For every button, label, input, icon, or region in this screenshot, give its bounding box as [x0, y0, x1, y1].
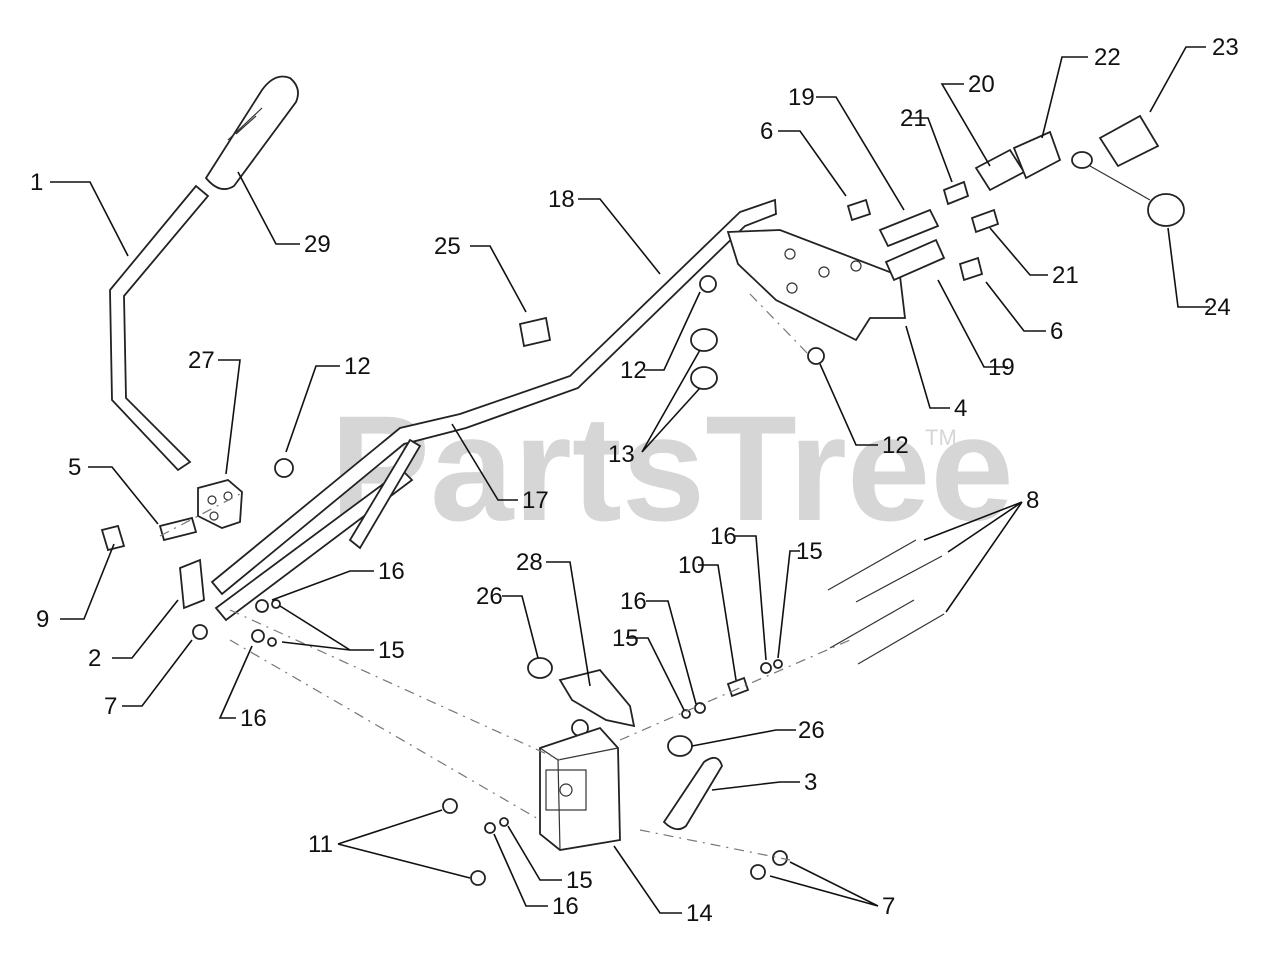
watermark-trademark: TM [925, 425, 957, 450]
callout-10: 10 [678, 552, 705, 579]
oring-16-a [694, 702, 706, 714]
arm-3 [662, 756, 723, 831]
callout-9: 9 [36, 606, 49, 633]
callout-15-left: 15 [378, 637, 405, 664]
bracket-28 [558, 668, 636, 728]
bolt-7-left [192, 624, 208, 640]
callout-1: 1 [30, 169, 43, 196]
spacer-25 [518, 316, 552, 348]
fitting-21-top [942, 180, 970, 206]
lever-bracket [197, 479, 243, 529]
callout-6-top: 6 [760, 118, 773, 145]
callout-15-bottom: 15 [566, 867, 593, 894]
rod-18 [210, 198, 777, 596]
rod-17-link [348, 438, 422, 550]
oring-16-d [251, 629, 265, 643]
callout-20: 20 [968, 71, 995, 98]
callout-26-left: 26 [476, 583, 503, 610]
callout-5: 5 [68, 454, 81, 481]
callout-29: 29 [304, 231, 331, 258]
oring-15-e [499, 817, 509, 827]
callout-24: 24 [1204, 294, 1231, 321]
callout-3: 3 [804, 769, 817, 796]
shift-lever [109, 184, 210, 472]
rod-17-lower [214, 468, 414, 622]
fitting-21-right [970, 208, 1000, 234]
nut-12-left [274, 458, 294, 478]
callout-15-mid-b: 15 [796, 538, 823, 565]
callout-17: 17 [522, 487, 549, 514]
callout-16-mid-a: 16 [620, 588, 647, 615]
nut-12-mid [699, 275, 717, 293]
callout-22: 22 [1094, 44, 1121, 71]
bolt-8-c [829, 599, 915, 649]
callout-6-right: 6 [1050, 318, 1063, 345]
mount-plate-4 [726, 229, 907, 342]
callout-25: 25 [434, 233, 461, 260]
valve-body-14 [539, 726, 621, 851]
callout-16-left-top: 16 [378, 558, 405, 585]
callout-11: 11 [308, 831, 333, 858]
oring-16-c [255, 599, 269, 613]
callout-28: 28 [516, 549, 543, 576]
callout-16-mid-b: 16 [710, 523, 737, 550]
callout-13: 13 [608, 441, 635, 468]
callout-18: 18 [548, 186, 575, 213]
fitting-19-bottom [884, 238, 946, 282]
fitting-19-top [878, 208, 940, 248]
nut-12-right [807, 347, 825, 365]
fitting-10 [726, 676, 750, 698]
oring-15-d [267, 637, 277, 647]
callout-21-right: 21 [1052, 262, 1079, 289]
callout-12-mid: 12 [620, 357, 647, 384]
callout-21-top: 21 [900, 105, 927, 132]
oring-15-b [773, 659, 783, 669]
bolt-8-a [827, 539, 917, 591]
quick-coupler-23 [1098, 114, 1160, 168]
callout-19-top: 19 [788, 84, 815, 111]
callout-16-bottom: 16 [552, 893, 579, 920]
callout-26-right: 26 [798, 717, 825, 744]
callout-labels: 1 29 25 18 27 12 5 9 2 7 16 15 16 17 12 … [30, 34, 1239, 927]
callout-27: 27 [188, 347, 215, 374]
seal-26-left [527, 657, 553, 679]
washer-13-b [690, 366, 718, 390]
callout-4: 4 [954, 395, 967, 422]
callout-12-left: 12 [344, 353, 371, 380]
handle-grip [204, 75, 299, 190]
nut-11-a [442, 798, 458, 814]
bolt-9 [100, 524, 126, 552]
bolt-7-right-b [750, 864, 766, 880]
callout-7-right: 7 [882, 893, 895, 920]
leader-lines [50, 46, 1210, 914]
washer-13-a [690, 328, 718, 352]
oring-16-b [760, 662, 772, 674]
bracket-2 [179, 558, 205, 610]
dust-cap-24 [1071, 151, 1185, 227]
bolt-6-top [846, 198, 872, 222]
nut-11-b [470, 870, 486, 886]
pin-5 [158, 516, 198, 542]
oring-16-e [484, 822, 496, 834]
callout-19-bottom: 19 [988, 354, 1015, 381]
oring-15-c [271, 599, 281, 609]
callout-23: 23 [1212, 34, 1239, 61]
parts-drawing [100, 75, 1185, 886]
seal-26-right [667, 735, 693, 757]
callout-14: 14 [686, 900, 713, 927]
callout-7-left: 7 [104, 693, 117, 720]
callout-2: 2 [88, 645, 101, 672]
bolt-7-right-a [772, 850, 788, 866]
bolt-8-d [857, 613, 945, 665]
bolt-8-b [855, 555, 943, 603]
bolt-6-right [958, 256, 984, 282]
callout-15-mid-a: 15 [612, 625, 639, 652]
coupler-22 [1012, 130, 1062, 180]
callout-12-right: 12 [882, 432, 909, 459]
callout-16-left-bottom: 16 [240, 705, 267, 732]
callout-8: 8 [1026, 487, 1039, 514]
oring-15-a [681, 709, 691, 719]
watermark-text: PartsTree [330, 384, 1014, 552]
